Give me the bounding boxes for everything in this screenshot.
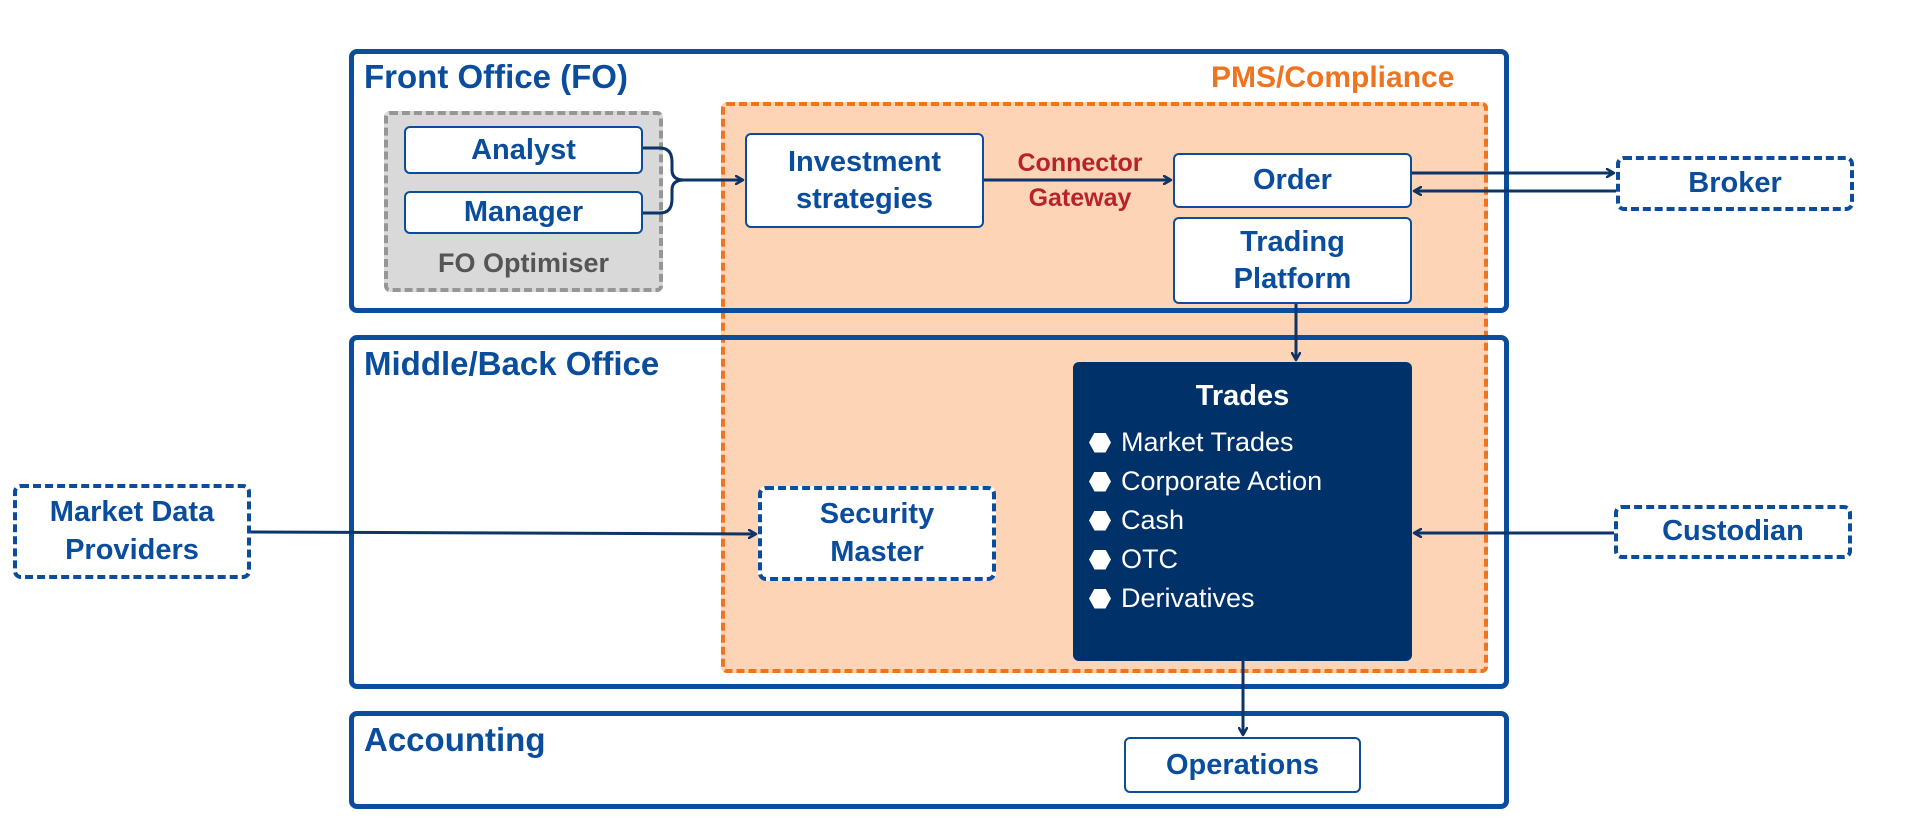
investment-line1: Investment xyxy=(787,146,942,179)
trades-title: Trades xyxy=(1195,380,1290,412)
middle-back-office-panel xyxy=(349,335,1509,689)
accounting-title: Accounting xyxy=(364,721,546,758)
trades-item-label: Derivatives xyxy=(1121,583,1255,613)
operations-box[interactable]: Operations xyxy=(1124,737,1361,793)
security-master-box[interactable]: Security Master xyxy=(758,486,996,581)
connector-line2: Gateway xyxy=(1028,184,1132,212)
trades-item-label: Corporate Action xyxy=(1121,466,1323,496)
trades-item-label: Market Trades xyxy=(1121,427,1294,457)
trades-item: Corporate Action xyxy=(1089,462,1412,501)
hexagon-bullet-icon xyxy=(1089,588,1111,609)
front-office-panel xyxy=(349,49,1509,313)
trading-line1: Trading xyxy=(1240,226,1345,259)
investment-line2: strategies xyxy=(795,182,933,215)
trades-box[interactable]: Trades Market Trades Corporate Action Ca… xyxy=(1073,362,1412,661)
pms-compliance-label: PMS/Compliance xyxy=(1211,61,1455,94)
trades-item: Cash xyxy=(1089,501,1412,540)
order-box[interactable]: Order xyxy=(1173,153,1412,208)
trades-item-label: OTC xyxy=(1121,544,1178,574)
hexagon-bullet-icon xyxy=(1089,432,1111,453)
manager-box[interactable]: Manager xyxy=(404,191,643,234)
middle-back-office-title: Middle/Back Office xyxy=(364,345,660,382)
fo-optimiser-label: FO Optimiser xyxy=(437,248,610,278)
analyst-box[interactable]: Analyst xyxy=(404,126,643,174)
accounting-panel xyxy=(349,711,1509,809)
front-office-title: Front Office (FO) xyxy=(364,58,628,95)
security-line2: Master xyxy=(830,535,924,568)
market-data-line1: Market Data xyxy=(49,495,215,528)
trades-item: Market Trades xyxy=(1089,423,1412,462)
market-data-providers-box[interactable]: Market Data Providers xyxy=(13,484,251,579)
trades-item: Derivatives xyxy=(1089,579,1412,618)
hexagon-bullet-icon xyxy=(1089,549,1111,570)
security-line1: Security xyxy=(819,497,935,530)
trades-list: Market Trades Corporate Action Cash OTC … xyxy=(1089,423,1412,618)
trading-line2: Platform xyxy=(1233,262,1352,295)
hexagon-bullet-icon xyxy=(1089,471,1111,492)
hexagon-bullet-icon xyxy=(1089,510,1111,531)
broker-box[interactable]: Broker xyxy=(1616,156,1854,211)
market-data-line2: Providers xyxy=(65,533,199,566)
trades-item-label: Cash xyxy=(1121,505,1185,535)
connector-line1: Connector xyxy=(1017,149,1143,177)
trading-platform-box[interactable]: Trading Platform xyxy=(1173,217,1412,304)
investment-strategies-box[interactable]: Investment strategies xyxy=(745,133,984,228)
connector-gateway-label: Connector Gateway xyxy=(995,146,1165,216)
custodian-box[interactable]: Custodian xyxy=(1614,505,1852,559)
trades-item: OTC xyxy=(1089,540,1412,579)
